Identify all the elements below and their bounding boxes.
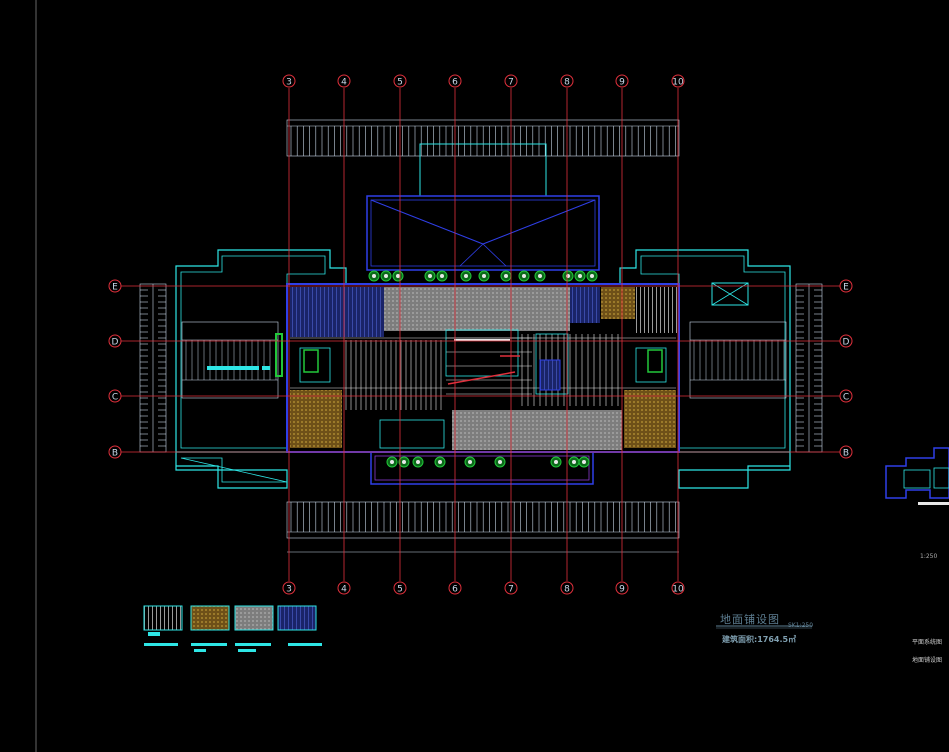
grid-bubble-8-top: 8 [560, 74, 574, 88]
grid-bubble-9-top: 9 [615, 74, 629, 88]
canopy [366, 195, 600, 271]
svg-text:4: 4 [341, 78, 347, 88]
left-wing-detail [181, 321, 279, 399]
tree-row-bottom [386, 456, 590, 468]
svg-text:6: 6 [452, 585, 458, 595]
grid-bubble-3-top: 3 [282, 74, 296, 88]
grid-bubble-6-bottom: 6 [448, 581, 462, 595]
grid-bubble-10-top: 10 [671, 74, 685, 88]
parking-stalls-top [290, 126, 676, 156]
svg-text:8: 8 [564, 78, 570, 88]
grid-bubble-D-left: D [108, 334, 122, 348]
legend-swatch-4 [277, 605, 317, 631]
stair-green-right [647, 349, 663, 373]
svg-text:10: 10 [672, 585, 684, 595]
floor-navy-left [290, 287, 384, 337]
svg-text:5: 5 [397, 78, 403, 88]
tree-row-top [368, 270, 598, 282]
ladder-right [795, 283, 823, 453]
svg-text:B: B [843, 449, 849, 459]
grid-bubble-B-right: B [839, 445, 853, 459]
svg-text:7: 7 [508, 78, 514, 88]
grid-bubble-D-right: D [839, 334, 853, 348]
grid-bubble-C-right: C [839, 389, 853, 403]
legend [143, 605, 322, 652]
svg-text:9: 9 [619, 78, 625, 88]
vent-box [711, 282, 749, 306]
ladder-left [139, 283, 167, 453]
grid-bubble-4-bottom: 4 [337, 581, 351, 595]
floor-gray-bottom [452, 410, 622, 450]
floor-wood-top-right [601, 287, 635, 319]
svg-text:5: 5 [397, 585, 403, 595]
grid-bubble-5-top: 5 [393, 74, 407, 88]
grid-bubble-10-bottom: 10 [671, 581, 685, 595]
grid-bubble-4-top: 4 [337, 74, 351, 88]
grid-bubble-7-bottom: 7 [504, 581, 518, 595]
legend-swatch-3 [234, 605, 274, 631]
floor-stripe-right [636, 287, 678, 333]
svg-text:7: 7 [508, 585, 514, 595]
side-note-1: 平面系统图 [912, 639, 943, 646]
right-wing-detail [689, 321, 787, 399]
svg-text:E: E [112, 283, 118, 293]
grid-bubble-C-left: C [108, 389, 122, 403]
svg-text:D: D [843, 338, 850, 348]
area-text: 建筑面积:1764.5㎡ [722, 635, 797, 644]
svg-text:E: E [843, 283, 849, 293]
grid-bubble-E-right: E [839, 279, 853, 293]
legend-swatch-1 [143, 605, 183, 631]
grid-lines-vertical [288, 88, 679, 581]
floor-gray-top [384, 287, 570, 331]
grid-bubble-9-bottom: 9 [615, 581, 629, 595]
svg-text:10: 10 [672, 78, 684, 88]
left-bar-highlight [207, 366, 259, 370]
svg-text:C: C [843, 393, 849, 403]
floor-wood-left [290, 390, 342, 448]
svg-text:B: B [112, 449, 118, 459]
grid-bubble-7-top: 7 [504, 74, 518, 88]
key-plan-inner [903, 467, 949, 489]
svg-text:D: D [112, 338, 119, 348]
svg-text:4: 4 [341, 585, 347, 595]
grid-bubble-5-bottom: 5 [393, 581, 407, 595]
floor-wood-right [624, 390, 676, 448]
side-note-2: 地面铺设图 [912, 657, 943, 664]
key-plan [885, 447, 949, 499]
red-pipe [447, 371, 516, 385]
svg-text:8: 8 [564, 585, 570, 595]
elevator [539, 359, 561, 391]
grid-bubble-B-left: B [108, 445, 122, 459]
parking-stalls-bottom [290, 502, 676, 532]
grid-bubble-6-top: 6 [448, 74, 462, 88]
grid-lines-horizontal [121, 285, 840, 453]
floor-navy-right [570, 287, 600, 323]
stair-green-left [303, 349, 319, 373]
legend-swatch-2 [190, 605, 230, 631]
left-green-door [275, 333, 283, 377]
svg-text:6: 6 [452, 78, 458, 88]
side-ratio: 1:250 [920, 553, 938, 560]
svg-text:9: 9 [619, 585, 625, 595]
title-scale: SK1:250 [788, 622, 814, 629]
grid-bubble-3-bottom: 3 [282, 581, 296, 595]
grid-bubble-E-left: E [108, 279, 122, 293]
grid-bubble-8-bottom: 8 [560, 581, 574, 595]
svg-text:3: 3 [286, 78, 292, 88]
interior-cyan [299, 329, 667, 449]
svg-text:C: C [112, 393, 118, 403]
drawing-title: 地面铺设图 [720, 613, 780, 626]
svg-text:3: 3 [286, 585, 292, 595]
